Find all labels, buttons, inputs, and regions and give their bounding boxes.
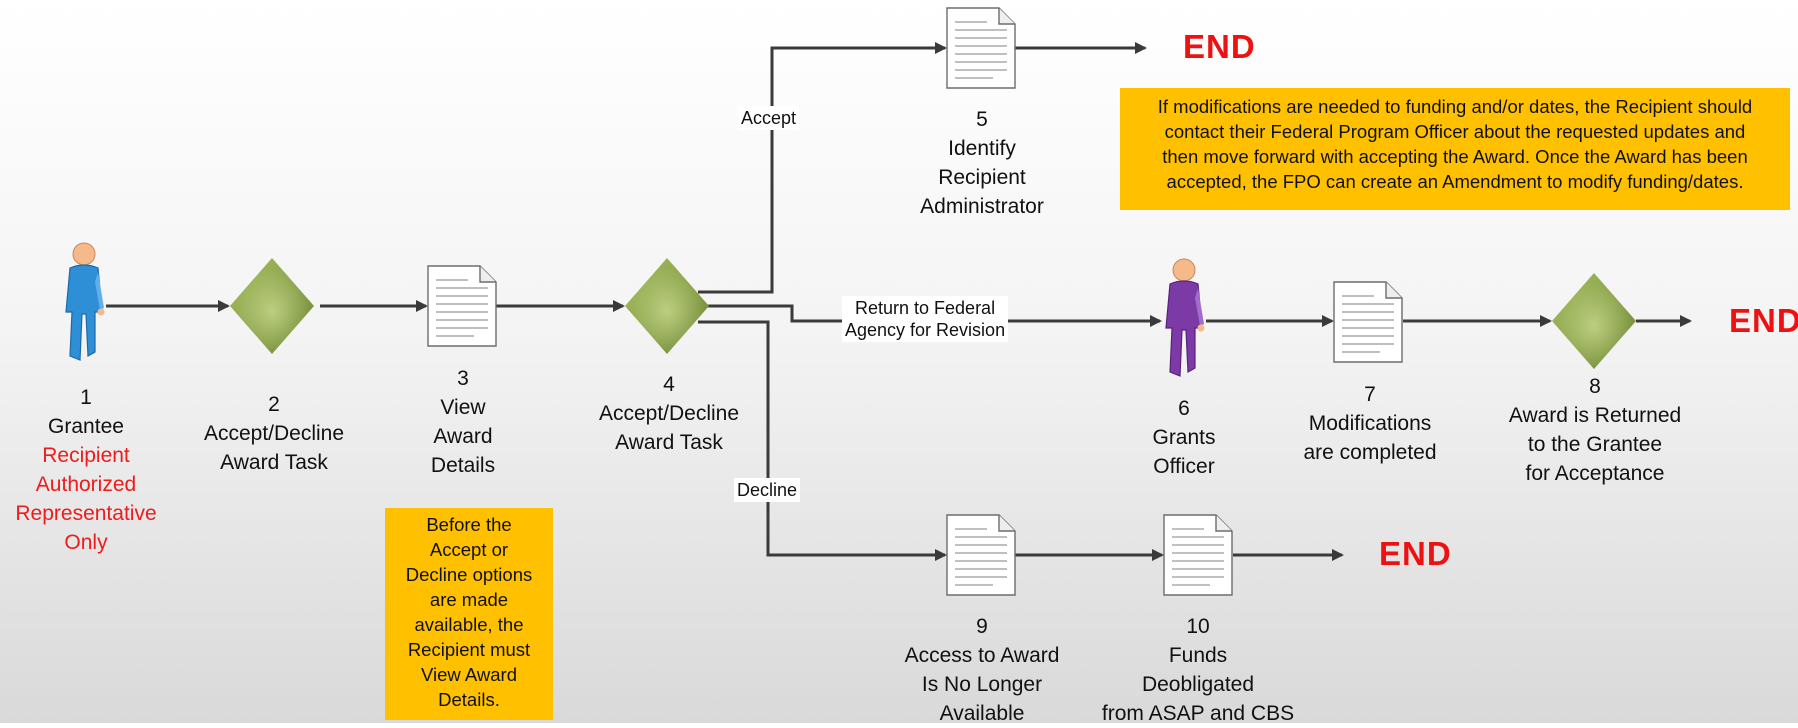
- node-number: 1: [80, 386, 92, 409]
- edge-label-line: Agency for Revision: [845, 320, 1006, 340]
- node-line: for Acceptance: [1525, 462, 1665, 485]
- node-line: Accept/Decline: [203, 422, 345, 445]
- person-icon: [1165, 258, 1205, 377]
- node-line: Identify: [948, 137, 1016, 160]
- node-line: Deobligated: [1141, 673, 1255, 696]
- note-line: Accept or: [429, 539, 509, 560]
- node-identify-admin-label: 5 Identify Recipient Administrator: [920, 105, 1044, 221]
- node-funds-deobligated-label: 10 Funds Deobligated from ASAP and CBS: [1102, 612, 1294, 728]
- node-line: Modifications: [1308, 412, 1432, 435]
- edge-4-5-accept: [698, 42, 947, 294]
- person-icon: [65, 242, 105, 361]
- node-access-award-label: 9 Access to Award Is No Longer Available: [905, 612, 1060, 728]
- note-line: Details.: [438, 689, 500, 710]
- node-subtitle: Recipient: [42, 444, 130, 467]
- node-number: 2: [268, 393, 280, 416]
- end-label: END: [1729, 302, 1798, 339]
- edge-label-return: Return to Federal Agency for Revision: [842, 296, 1009, 342]
- note-line: then move forward with accepting the Awa…: [1162, 146, 1748, 167]
- document-icon: [946, 514, 1016, 596]
- document-icon: [946, 7, 1016, 89]
- note-line: are made: [429, 589, 509, 610]
- node-line: Award Task: [615, 431, 723, 454]
- edge-label-line: Return to Federal: [855, 298, 996, 318]
- node-line: Award: [433, 425, 493, 448]
- decision-diamond-icon: [1552, 273, 1636, 369]
- node-line: Available: [939, 702, 1025, 725]
- edge-label-accept: Accept: [738, 106, 800, 130]
- edge-4-9-decline: [698, 320, 947, 561]
- node-number: 3: [457, 367, 469, 390]
- node-number: 10: [1186, 615, 1210, 638]
- node-number: 6: [1178, 397, 1190, 420]
- note-line: If modifications are needed to funding a…: [1157, 96, 1753, 117]
- node-grantee-label: 1 Grantee Recipient Authorized Represent…: [15, 383, 156, 557]
- node-line: Recipient: [938, 166, 1026, 189]
- edge-label-decline: Decline: [734, 478, 801, 502]
- document-icon: [1163, 514, 1233, 596]
- node-number: 9: [976, 615, 988, 638]
- node-line: to the Grantee: [1527, 433, 1663, 456]
- node-line: Details: [430, 454, 496, 477]
- node-subtitle: Authorized: [35, 473, 137, 496]
- connectors: [106, 42, 1692, 561]
- node-line: Administrator: [920, 195, 1044, 218]
- node-accept-decline-2-label: 4 Accept/Decline Award Task: [599, 370, 739, 457]
- node-line: Award is Returned: [1508, 404, 1682, 427]
- end-label: END: [1379, 535, 1452, 572]
- decision-diamond-icon: [230, 258, 314, 354]
- node-number: 5: [976, 108, 988, 131]
- node-modifications-label: 7 Modifications are completed: [1303, 380, 1436, 467]
- note-line: Before the: [426, 514, 512, 535]
- node-number: 7: [1364, 383, 1376, 406]
- node-line: Grants: [1152, 426, 1216, 449]
- node-grants-officer-label: 6 Grants Officer: [1152, 394, 1215, 481]
- note-line: available, the: [414, 614, 524, 635]
- node-number: 4: [663, 373, 675, 396]
- view-details-note: Before the Accept or Decline options are…: [385, 508, 553, 720]
- document-icon: [427, 265, 497, 347]
- note-line: accepted, the FPO can create an Amendmen…: [1166, 171, 1744, 192]
- node-view-award-label: 3 View Award Details: [431, 364, 495, 480]
- decision-diamond-icon: [625, 258, 709, 354]
- node-award-returned-label: 8 Award is Returned to the Grantee for A…: [1509, 372, 1681, 488]
- node-title: Grantee: [48, 415, 124, 438]
- document-icon: [1333, 281, 1403, 363]
- note-line: Decline options: [405, 564, 533, 585]
- node-line: Funds: [1168, 644, 1228, 667]
- node-line: Access to Award: [904, 644, 1060, 667]
- modifications-note: If modifications are needed to funding a…: [1120, 88, 1790, 210]
- node-accept-decline-1-label: 2 Accept/Decline Award Task: [204, 390, 344, 477]
- node-line: View: [440, 396, 486, 419]
- end-label: END: [1183, 28, 1256, 65]
- node-line: Award Task: [220, 451, 328, 474]
- note-line: View Award: [421, 664, 517, 685]
- node-line: from ASAP and CBS: [1101, 702, 1295, 725]
- node-line: Accept/Decline: [598, 402, 740, 425]
- node-line: are completed: [1303, 441, 1437, 464]
- node-number: 8: [1589, 375, 1601, 398]
- note-line: Recipient must: [407, 639, 531, 660]
- note-line: contact their Federal Program Officer ab…: [1164, 121, 1746, 142]
- node-subtitle: Representative: [15, 502, 157, 525]
- node-line: Officer: [1153, 455, 1215, 478]
- node-line: Is No Longer: [921, 673, 1043, 696]
- node-subtitle: Only: [64, 531, 108, 554]
